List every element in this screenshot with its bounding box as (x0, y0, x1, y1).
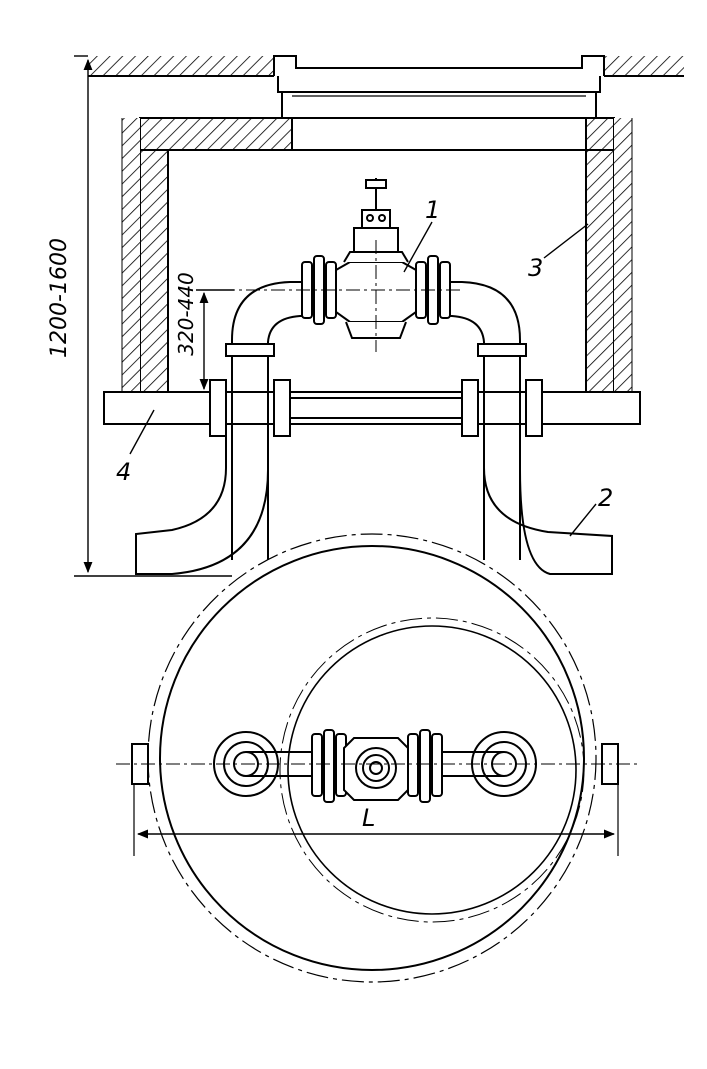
chamber-walls (121, 117, 633, 393)
outer-pipes (135, 397, 613, 575)
plan-valve-body (343, 737, 409, 801)
callout-1: 1 (425, 196, 440, 224)
manhole-hatch (273, 55, 605, 150)
leader-lines (129, 221, 597, 537)
centre-lines (196, 240, 462, 352)
overall-height-label: 1200-1600 (47, 238, 72, 358)
base-slab (103, 391, 641, 425)
length-label: L (362, 804, 375, 832)
callout-4: 4 (116, 458, 131, 486)
overall-dimension-line (74, 55, 232, 577)
plan-flanges (311, 729, 443, 803)
callout-3: 3 (528, 254, 543, 282)
plan-view (116, 533, 640, 983)
branch-dimension-line (196, 289, 234, 393)
callout-2: 2 (598, 484, 613, 512)
branch-height-label: 320-440 (174, 272, 198, 356)
ground-surface (88, 56, 684, 77)
pipe-loop (209, 281, 543, 560)
